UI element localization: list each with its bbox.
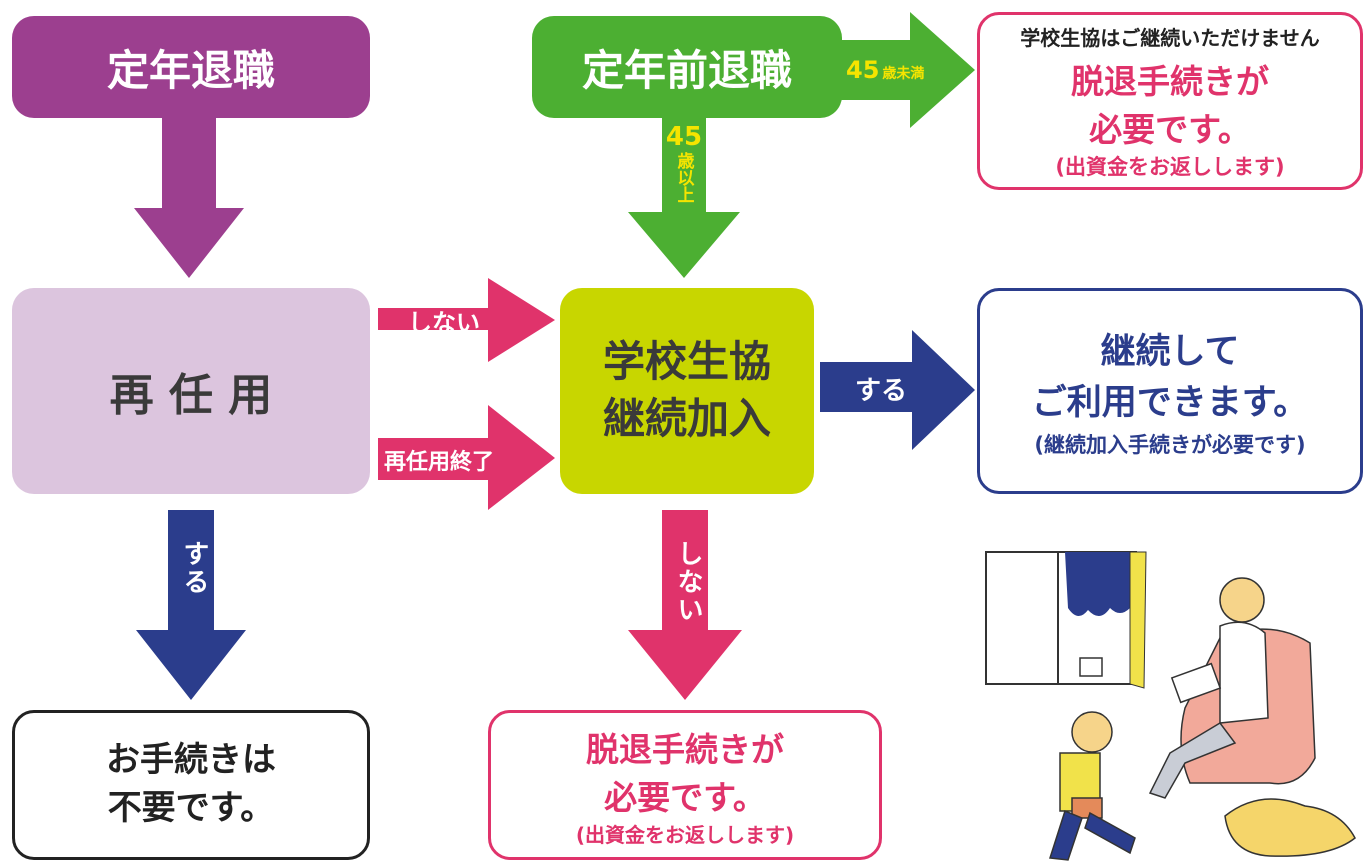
withdraw-top-note: 学校生協はご継続いただけません [1020, 25, 1320, 50]
continue-join-box: 学校生協 継続加入 [560, 288, 814, 494]
arrow-continue-yes [820, 330, 975, 450]
arrow-early-to-continue [628, 118, 740, 278]
label-over45-num: 45 [665, 122, 703, 152]
withdraw-box-top: 学校生協はご継続いただけません 脱退手続きが 必要です。 (出資金をお返しします… [977, 12, 1363, 190]
no-procedure-line2: 不要です。 [107, 788, 275, 828]
continue-join-line2: 継続加入 [602, 394, 771, 443]
label-rehire-yes: する [179, 540, 209, 596]
label-no-rehire: しない [408, 309, 480, 337]
label-continue-no: しない [673, 540, 703, 624]
continue-use-box: 継続して ご利用できます。 (継続加入手続きが必要です) [977, 288, 1363, 494]
withdraw-bottom-main2: 必要です。 [604, 777, 766, 817]
arrow-continue-no [628, 510, 742, 700]
continue-join-line1: 学校生協 [602, 337, 771, 387]
no-procedure-box: お手続きは 不要です。 [12, 710, 370, 860]
label-rehire-end: 再任用終了 [384, 450, 495, 475]
arrow-early-to-withdraw [832, 12, 975, 128]
rehire-label: 再 任 用 [109, 370, 273, 421]
withdraw-top-main1: 脱退手続きが [1071, 61, 1269, 101]
no-procedure-line1: お手続きは [106, 740, 276, 781]
arrow-rehire-no [378, 278, 555, 362]
label-over45: 45 歳以上 [662, 124, 706, 203]
withdraw-bottom-main1: 脱退手続きが [586, 729, 784, 769]
continue-use-main2: ご利用できます。 [1031, 383, 1309, 423]
retire-early-box: 定年前退職 [532, 16, 842, 118]
label-over45-text: 歳以上 [673, 152, 694, 203]
withdraw-top-sub: (出資金をお返しします) [1055, 154, 1285, 179]
retire-age-label: 定年退職 [106, 45, 275, 95]
rehire-box: 再 任 用 [12, 288, 370, 494]
arrow-rehire-yes [136, 510, 246, 700]
label-continue-yes: する [855, 376, 908, 406]
arrow-rehire-end [378, 405, 555, 510]
withdraw-box-bottom: 脱退手続きが 必要です。 (出資金をお返しします) [488, 710, 882, 860]
arrow-retire-to-rehire [134, 118, 244, 278]
continue-use-main1: 継続して [1100, 332, 1240, 372]
label-under45-suffix: 歳未満 [882, 66, 925, 82]
label-under45-num: 45 [846, 56, 880, 84]
withdraw-top-main2: 必要です。 [1089, 109, 1251, 149]
family-reading-icon [985, 551, 1356, 861]
retire-early-label: 定年前退職 [581, 45, 792, 95]
retire-age-box: 定年退職 [12, 16, 370, 118]
withdraw-bottom-sub: (出資金をお返しします) [575, 822, 795, 847]
continue-use-sub: (継続加入手続きが必要です) [1034, 433, 1306, 457]
